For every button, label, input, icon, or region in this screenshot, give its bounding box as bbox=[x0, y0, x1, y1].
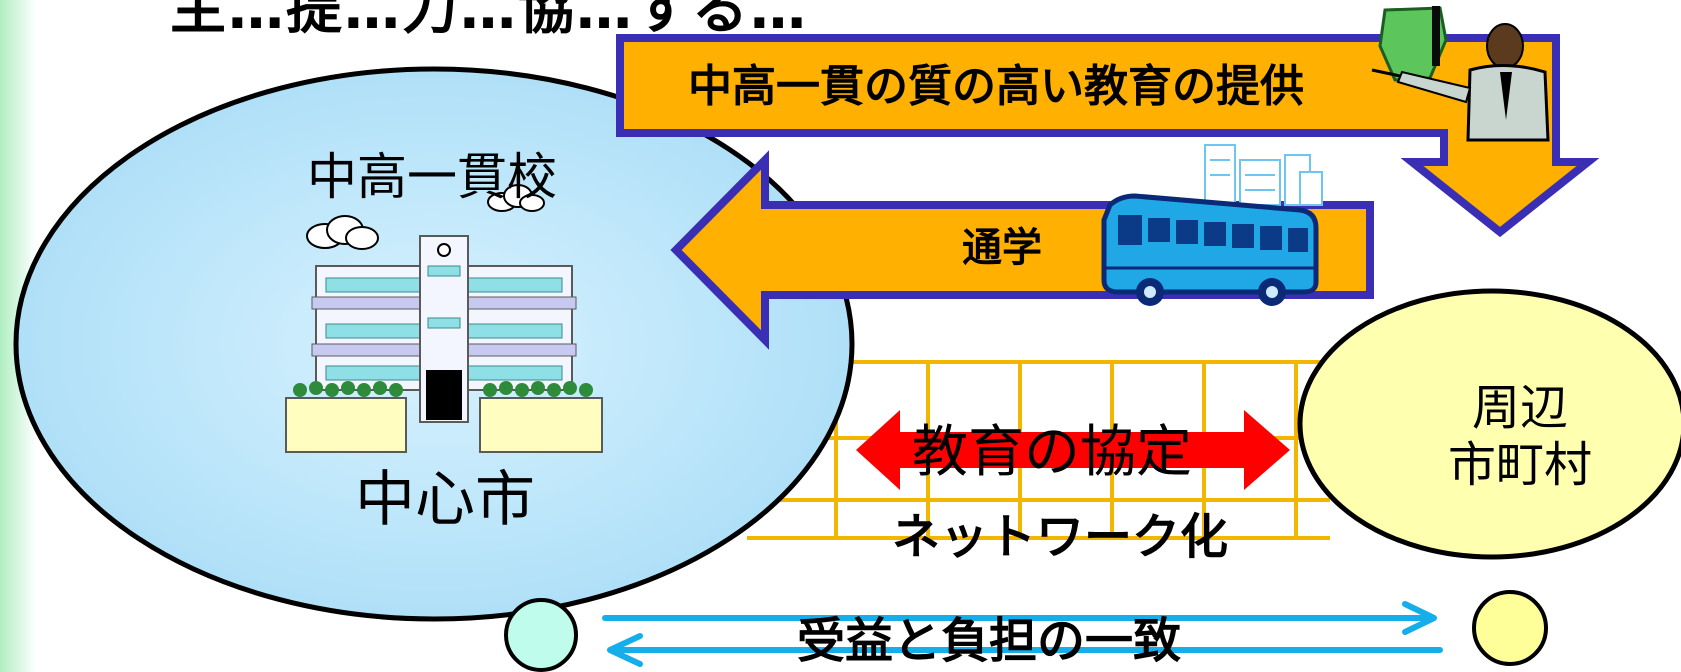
supply-arrow bbox=[616, 34, 1600, 238]
school-building-icon bbox=[285, 235, 603, 453]
school-label: 中高一貫校 bbox=[307, 148, 557, 206]
commute-arrow-label: 通学 bbox=[962, 225, 1042, 271]
bus-icon bbox=[1101, 193, 1319, 306]
agreement-label: 教育の協定 bbox=[912, 420, 1192, 485]
surrounding-label-line2: 市町村 bbox=[1447, 436, 1592, 493]
supply-arrow-label: 中高一貫の質の高い教育の提供 bbox=[688, 61, 1304, 112]
center-city-label: 中心市 bbox=[355, 465, 535, 535]
cloud-icon bbox=[487, 184, 545, 212]
network-label: ネットワーク化 bbox=[892, 509, 1229, 565]
center-marker-circle bbox=[504, 598, 578, 672]
slide-heading: 主…提…力…協…する… bbox=[170, 0, 808, 42]
balance-arrows bbox=[602, 601, 1443, 667]
surrounding-ellipse bbox=[1297, 288, 1681, 560]
balance-label: 受益と負担の一致 bbox=[797, 613, 1182, 669]
agreement-arrow bbox=[856, 410, 1290, 490]
surrounding-marker-circle bbox=[1472, 590, 1548, 666]
surrounding-label-line1: 周辺 bbox=[1471, 380, 1568, 436]
cloud-icon bbox=[306, 215, 379, 250]
teacher-icon bbox=[1371, 6, 1550, 142]
city-skyline-icon bbox=[1204, 144, 1323, 206]
surrounding-label: 周辺 市町村 bbox=[1420, 380, 1620, 493]
